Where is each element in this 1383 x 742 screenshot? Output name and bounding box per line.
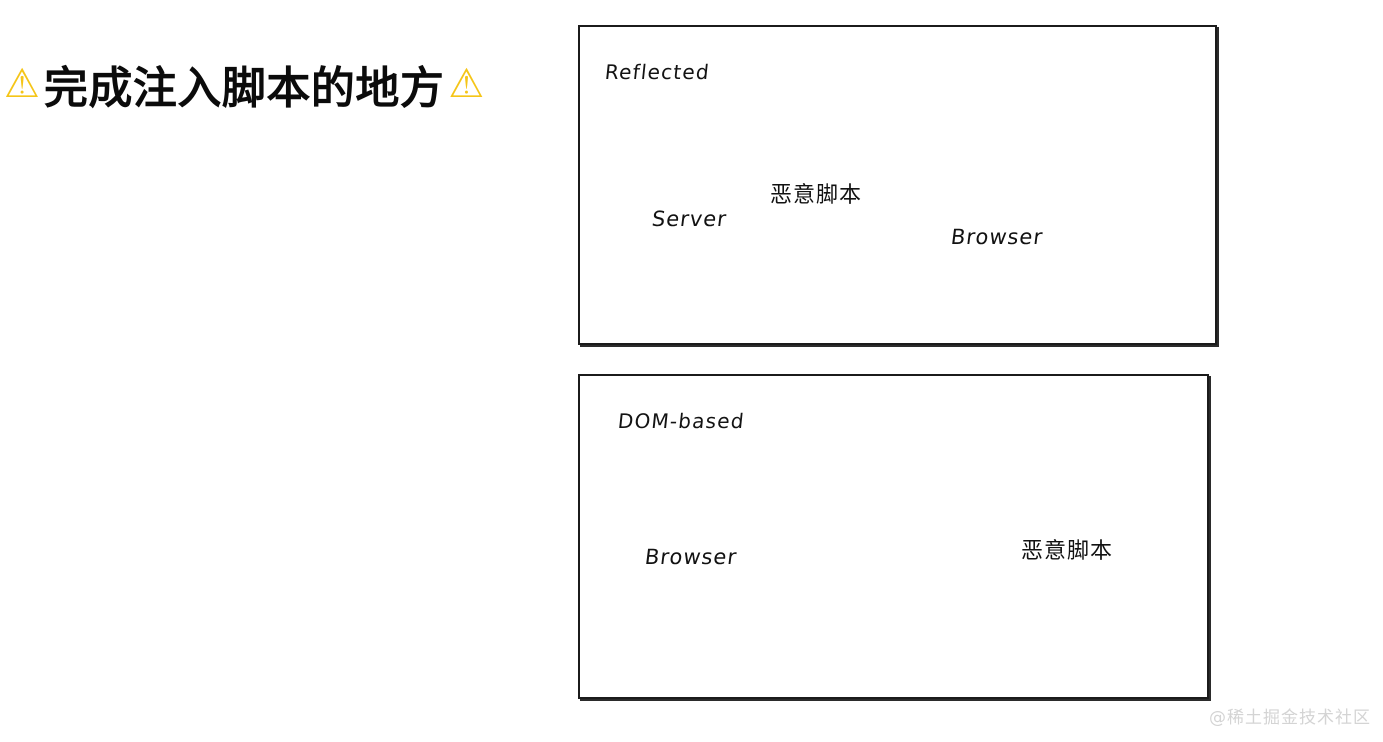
malicious-script-label: 恶意脚本	[1021, 539, 1114, 564]
server-label: Server	[650, 207, 729, 231]
watermark: @稀土掘金技术社区	[1209, 708, 1371, 728]
panel-dom-based	[578, 374, 1209, 699]
warning-icon-left: ⚠	[4, 62, 40, 106]
panel-reflected-title: Reflected	[603, 60, 712, 84]
browser-label-1: Browser	[949, 225, 1045, 249]
warning-icon-right: ⚠	[448, 62, 485, 106]
browser-label-2: Browser	[643, 545, 739, 569]
panel-reflected	[578, 25, 1217, 345]
edge-label-malicious-script: 恶意脚本	[770, 183, 863, 208]
panel-dom-title: DOM-based	[616, 409, 747, 433]
page-title: ⚠ 完成注入脚本的地方 ⚠	[4, 52, 484, 116]
page-title-text: 完成注入脚本的地方	[43, 63, 445, 114]
